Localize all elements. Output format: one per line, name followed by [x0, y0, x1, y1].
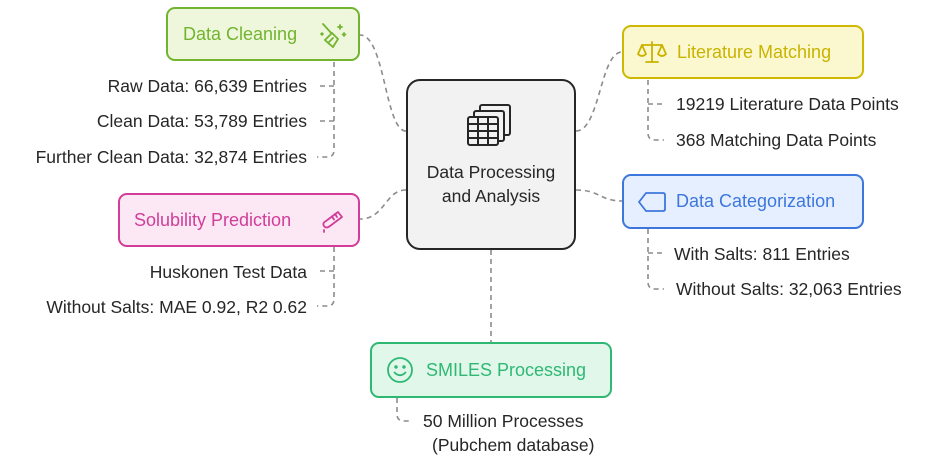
connector-literature-leaves — [647, 80, 664, 141]
connector-cleaning-leaves — [317, 62, 335, 158]
node-solubility-prediction[interactable]: Solubility Prediction — [118, 193, 360, 247]
node-literature-matching[interactable]: Literature Matching — [622, 25, 864, 79]
scale-icon — [637, 38, 667, 66]
connector-solubility-leaves — [317, 247, 335, 307]
connector-center-cleaning — [359, 34, 407, 132]
connector-center-literature — [575, 51, 623, 132]
test-tube-icon — [318, 207, 346, 235]
node-data-cleaning-label: Data Cleaning — [183, 23, 298, 44]
solubility-item-test-data: Huskonen Test Data — [149, 262, 307, 282]
node-smiles-processing[interactable]: SMILES Processing — [370, 342, 612, 398]
node-smiles-processing-label: SMILES Processing — [426, 359, 587, 380]
literature-item-matching: 368 Matching Data Points — [676, 130, 877, 150]
smiley-icon — [386, 356, 414, 384]
cleaning-item-clean: Clean Data: 53,789 Entries — [96, 111, 307, 131]
table-stack-icon — [466, 103, 516, 152]
center-title: Data Processing and Analysis — [426, 162, 556, 206]
categorization-item-without-salts: Without Salts: 32,063 Entries — [676, 279, 902, 299]
connector-center-solubility — [359, 189, 407, 220]
node-data-cleaning[interactable]: Data Cleaning — [166, 7, 360, 61]
smiles-item-processes: 50 Million Processes — [423, 411, 584, 431]
smiles-item-source: (Pubchem database) — [432, 435, 595, 455]
connector-smiles-leaves — [396, 398, 412, 422]
connector-categorization-leaves — [647, 229, 664, 290]
literature-item-points: 19219 Literature Data Points — [676, 94, 899, 114]
solubility-item-metrics: Without Salts: MAE 0.92, R2 0.62 — [46, 297, 307, 317]
node-literature-matching-label: Literature Matching — [677, 41, 832, 62]
center-node[interactable]: Data Processing and Analysis — [406, 79, 576, 250]
cleaning-item-raw: Raw Data: 66,639 Entries — [107, 76, 307, 96]
tag-icon — [638, 190, 666, 214]
node-data-categorization[interactable]: Data Categorization — [622, 174, 864, 229]
broom-icon — [318, 21, 348, 51]
node-solubility-prediction-label: Solubility Prediction — [134, 209, 292, 230]
categorization-item-with-salts: With Salts: 811 Entries — [674, 244, 850, 264]
connector-center-categorization — [575, 189, 623, 202]
cleaning-item-further: Further Clean Data: 32,874 Entries — [35, 147, 307, 167]
node-data-categorization-label: Data Categorization — [676, 191, 836, 211]
